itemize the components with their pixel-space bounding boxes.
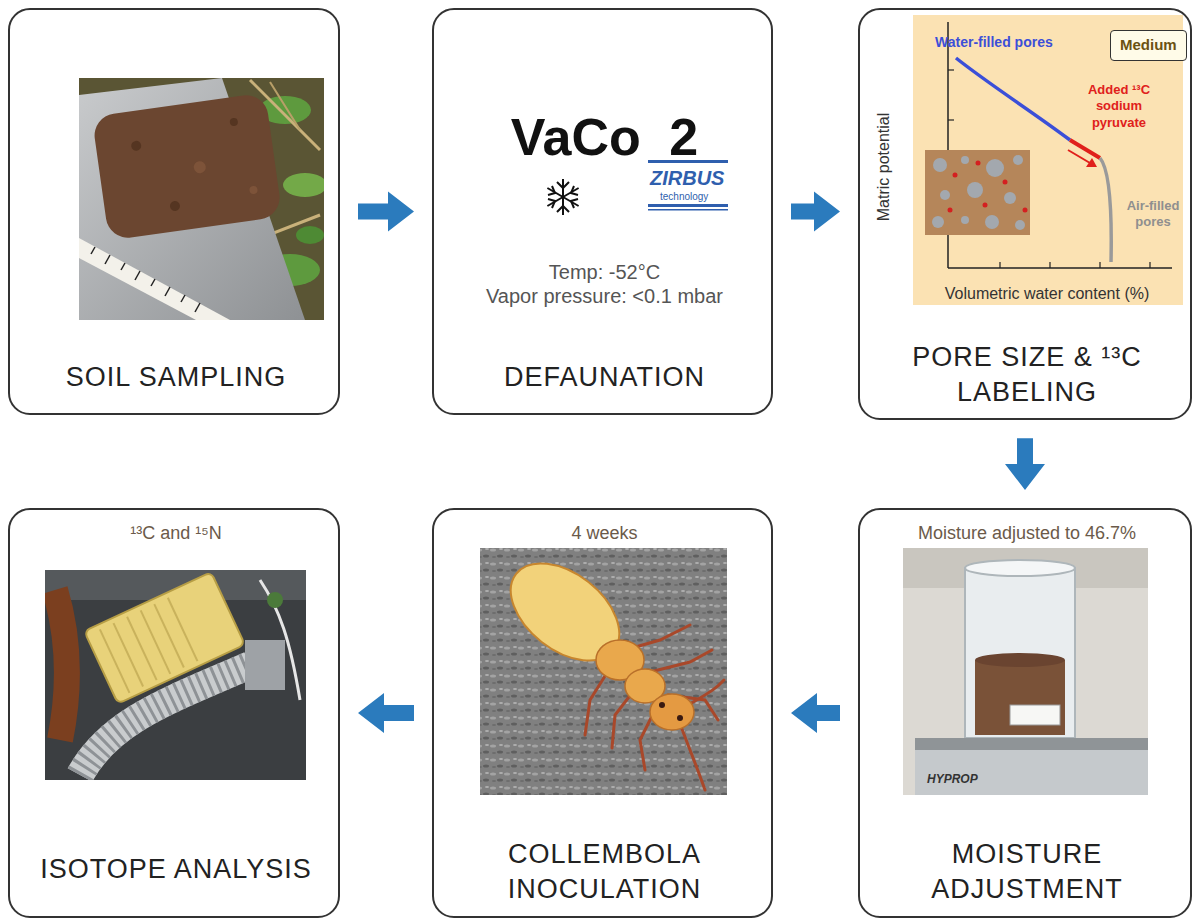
- node-text: Moisture adjusted to 46.7%: [860, 522, 1194, 545]
- step-title: SOIL SAMPLING: [10, 360, 342, 395]
- step-panel: VaCo 2ZIRBUStechnologyTemp: -52°CVapor p…: [432, 8, 773, 415]
- node-text: Vapor pressure: <0.1 mbar: [434, 284, 775, 309]
- flow-arrow: [358, 693, 414, 733]
- node-text: Volumetric water content (%): [922, 284, 1172, 304]
- node-text: VaCo 2: [434, 105, 775, 170]
- node-text: Medium: [1120, 36, 1177, 55]
- node-text: ZIRBUS: [650, 166, 740, 191]
- collembola-photo: [480, 544, 727, 795]
- label-box: Medium: [1110, 30, 1187, 61]
- node-text: Air-filled pores: [1124, 198, 1182, 231]
- step-title: MOISTURE ADJUSTMENT: [917, 837, 1137, 907]
- node-text: technology: [660, 191, 740, 204]
- jar-photo: [903, 548, 1148, 795]
- flow-arrow: [358, 192, 414, 232]
- soil-photo: [79, 78, 324, 320]
- node-text: ¹³C and ¹⁵N: [10, 522, 342, 545]
- flow-arrow: [791, 693, 840, 733]
- step-title: DEFAUNATION: [434, 360, 775, 395]
- node-text: 4 weeks: [434, 522, 775, 545]
- node-text: Water-filled pores: [935, 34, 1095, 52]
- step-panel: Moisture adjusted to 46.7% HYPROP MOISTURE…: [858, 508, 1192, 918]
- step-panel: Water-filled poresAdded ¹³C sodium pyruv…: [858, 8, 1192, 420]
- node-text: Added ¹³C sodium pyruvate: [1075, 82, 1163, 131]
- step-title: ISOTOPE ANALYSIS: [10, 852, 342, 887]
- flow-arrow: [791, 192, 840, 232]
- snowflake-symbol: [547, 179, 578, 215]
- step-panel: SOIL SAMPLING: [8, 8, 340, 415]
- step-panel: ¹³C and ¹⁵N ISOTOPE ANALYSIS: [8, 508, 340, 918]
- node-text: Temp: -52°C: [434, 260, 775, 285]
- flow-arrow: [1005, 438, 1045, 490]
- node-text: HYPROP: [927, 772, 1027, 787]
- step-title: COLLEMBOLA INOCULATION: [484, 837, 725, 907]
- step-title: PORE SIZE & ¹³C LABELING: [912, 340, 1142, 410]
- node-text: Matric potential: [874, 87, 894, 247]
- spectrometer-photo: [45, 570, 306, 780]
- step-panel: 4 weeksCOLLEMBOLA INOCULATION: [432, 508, 773, 918]
